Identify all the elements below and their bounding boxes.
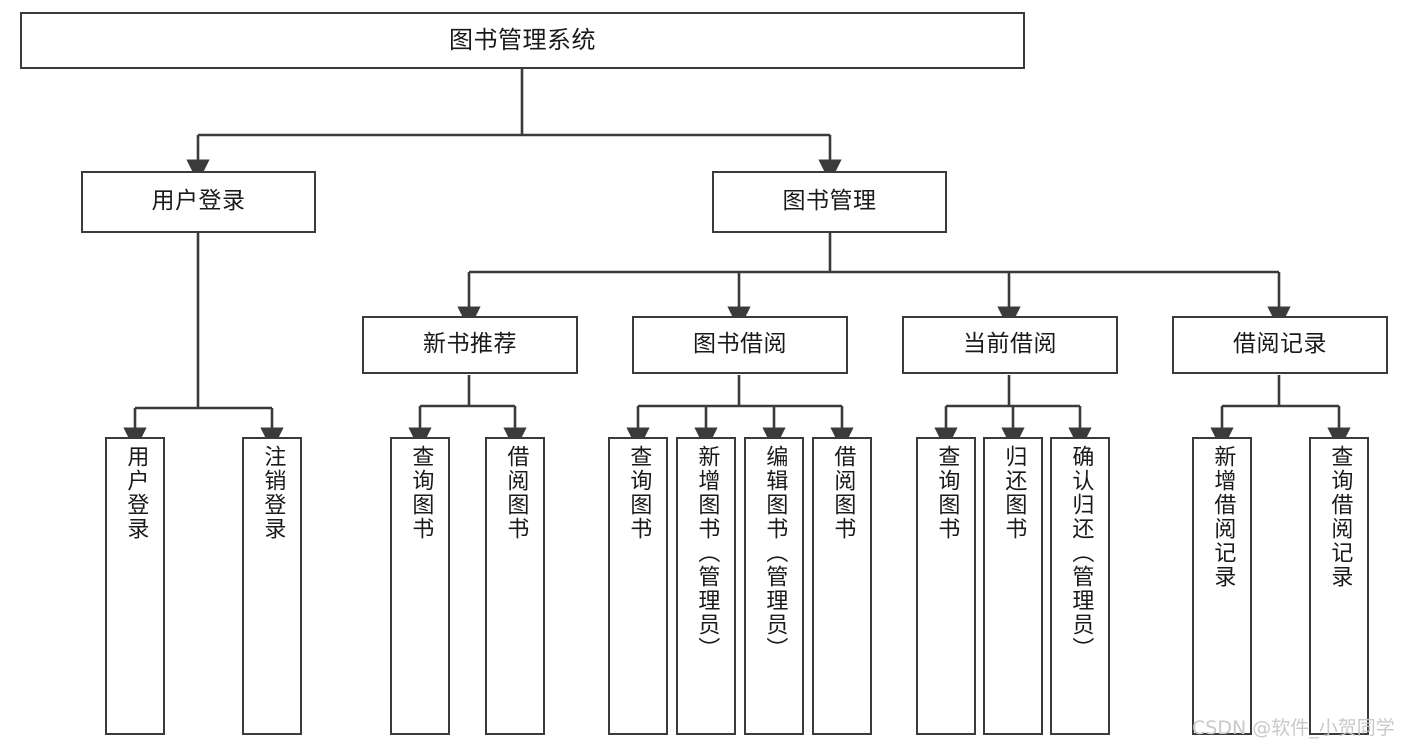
node-label: 当前借阅 <box>963 331 1057 358</box>
node-label: 查询借阅记录 <box>1327 445 1353 589</box>
node-leaf-confirm-return-admin[interactable]: 确认归还（管理员） <box>1050 437 1110 735</box>
node-label: 查询图书 <box>626 445 652 541</box>
node-leaf-logout-login[interactable]: 注销登录 <box>242 437 302 735</box>
node-label: 确认归还（管理员） <box>1068 445 1094 661</box>
node-new-book-recommend[interactable]: 新书推荐 <box>362 316 578 374</box>
node-label: 归还图书 <box>1001 445 1027 541</box>
node-label: 新增图书（管理员） <box>694 445 720 661</box>
node-book-borrow[interactable]: 图书借阅 <box>632 316 848 374</box>
node-label: 借阅记录 <box>1233 331 1327 358</box>
node-label: 图书借阅 <box>693 331 787 358</box>
node-label: 借阅图书 <box>830 445 856 541</box>
node-leaf-query-book-current[interactable]: 查询图书 <box>916 437 976 735</box>
node-label: 图书管理 <box>782 188 877 215</box>
node-leaf-borrow-book-new-recommend[interactable]: 借阅图书 <box>485 437 545 735</box>
node-label: 新书推荐 <box>423 331 517 358</box>
node-label: 用户登录 <box>151 188 246 215</box>
node-book-management[interactable]: 图书管理 <box>712 171 947 233</box>
node-current-borrow[interactable]: 当前借阅 <box>902 316 1118 374</box>
node-label: 新增借阅记录 <box>1210 445 1236 589</box>
node-leaf-user-login[interactable]: 用户登录 <box>105 437 165 735</box>
csdn-watermark: CSDN @软件_小贺同学 <box>1192 717 1395 739</box>
node-leaf-borrow-book[interactable]: 借阅图书 <box>812 437 872 735</box>
node-borrow-record[interactable]: 借阅记录 <box>1172 316 1388 374</box>
node-leaf-add-book-admin[interactable]: 新增图书（管理员） <box>676 437 736 735</box>
node-label: 图书管理系统 <box>449 26 596 55</box>
node-leaf-query-book-new-recommend[interactable]: 查询图书 <box>390 437 450 735</box>
node-leaf-edit-book-admin[interactable]: 编辑图书（管理员） <box>744 437 804 735</box>
node-leaf-query-borrow-record[interactable]: 查询借阅记录 <box>1309 437 1369 735</box>
node-label: 用户登录 <box>123 445 149 541</box>
node-label: 借阅图书 <box>503 445 529 541</box>
node-leaf-query-book-borrow[interactable]: 查询图书 <box>608 437 668 735</box>
node-root-library-management-system[interactable]: 图书管理系统 <box>20 12 1025 69</box>
node-label: 查询图书 <box>934 445 960 541</box>
node-label: 查询图书 <box>408 445 434 541</box>
node-label: 注销登录 <box>260 445 286 541</box>
node-user-login[interactable]: 用户登录 <box>81 171 316 233</box>
node-leaf-add-borrow-record[interactable]: 新增借阅记录 <box>1192 437 1252 735</box>
node-leaf-return-book[interactable]: 归还图书 <box>983 437 1043 735</box>
node-label: 编辑图书（管理员） <box>762 445 788 661</box>
